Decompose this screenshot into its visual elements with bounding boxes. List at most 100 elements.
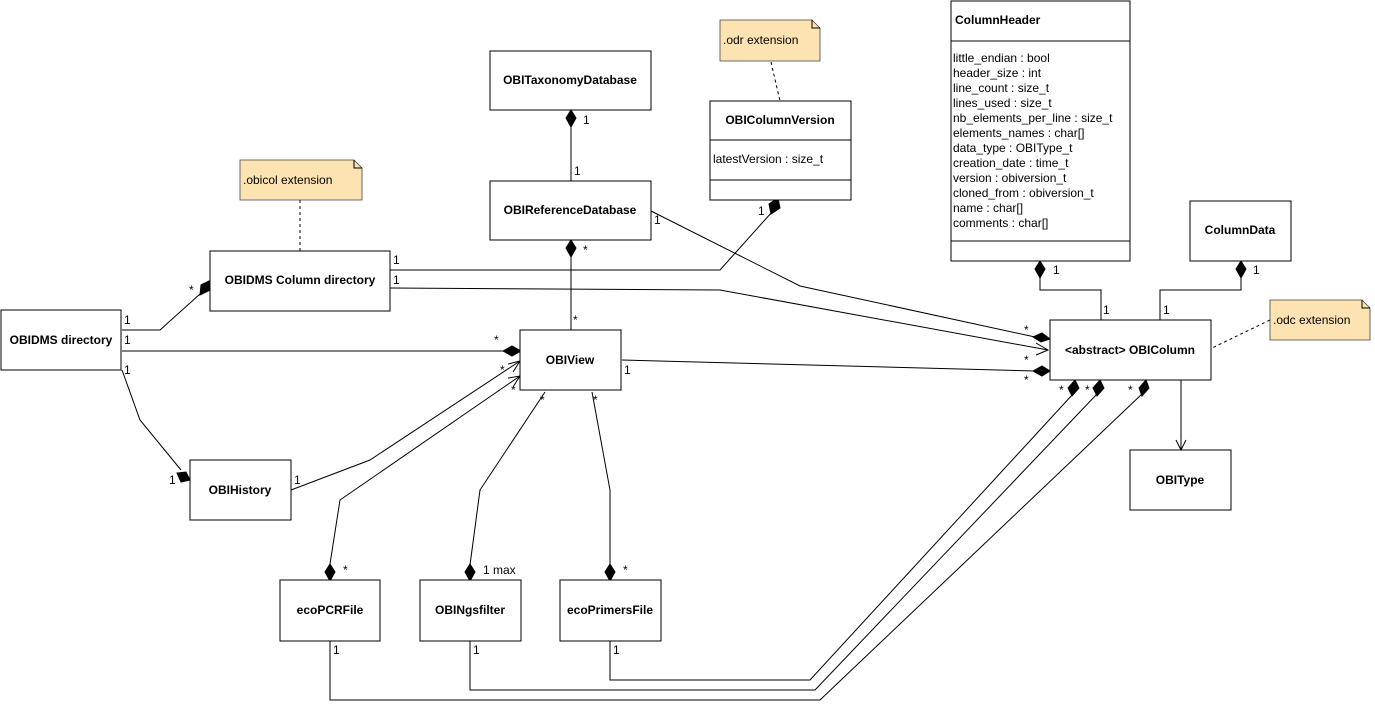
diamond-header [1034,260,1046,280]
mult-label: 1 [1053,263,1060,277]
diamond-history [176,471,191,483]
mult-label: 1 [1253,263,1260,277]
diamond-column-from-view [1031,365,1051,377]
mult-label: * [1024,353,1029,367]
attr-little-endian: little_endian : bool [953,51,1050,65]
note-odc-extension[interactable]: .odc extension [1269,299,1371,341]
class-title: OBINgsfilter [435,603,505,617]
diamond-data [1235,260,1247,280]
class-obidms-directory[interactable]: OBIDMS directory [0,309,122,371]
diamond-col-bottom-c [1138,379,1150,397]
edge-view-column [621,359,1036,372]
diamond-ngsfilter [464,563,476,583]
mult-label: 1 [124,313,131,327]
diamond-col-bottom-a [1067,379,1080,397]
mult-label: * [189,283,194,297]
class-obi-view[interactable]: OBIView [519,329,622,391]
edge-dir-history [121,369,182,471]
class-title: OBIType [1156,473,1205,487]
attr-comments: comments : char[] [953,216,1048,230]
mult-label: * [511,383,516,397]
mult-label: * [1128,383,1133,397]
note-link-odc [1211,319,1271,349]
mult-label: 1 [574,164,581,178]
edge-coldir-column [389,287,1049,351]
mult-label: * [1024,373,1029,387]
attr-data-type: data_type : OBIType_t [953,141,1073,155]
mult-label: 1 [758,204,765,218]
edge-coldir-colversion [390,211,773,271]
mult-label: * [573,313,578,327]
edge-ecopcr-view [329,375,521,565]
class-obi-history[interactable]: OBIHistory [189,459,292,521]
class-title: OBIDMS directory [10,333,113,347]
diamond-column-from-ref [1031,332,1052,343]
note-text: .odr extension [723,33,798,47]
attr-nb-elements-per-line: nb_elements_per_line : size_t [953,111,1113,125]
class-title: <abstract> OBIColumn [1065,343,1195,357]
attr-cloned-from: cloned_from : obiversion_t [953,186,1094,200]
mult-label: 1 [393,253,400,267]
attr-latest-version: latestVersion : size_t [713,152,824,166]
mult-label: 1 [393,273,400,287]
mult-label: 1 [473,643,480,657]
edge-ngsfilter-view [469,391,546,566]
diamond-coldir [199,279,212,296]
class-obidms-column-directory[interactable]: OBIDMS Column directory [209,250,391,312]
class-title: ColumnData [1205,223,1276,237]
class-column-header[interactable]: ColumnHeader little_endian : bool header… [950,0,1131,262]
edge-primers-view [591,391,611,565]
diamond-reference [565,239,577,259]
edge-reference-column [650,210,1036,338]
class-eco-primers-file[interactable]: ecoPrimersFile [559,579,662,642]
class-title: ecoPrimersFile [567,603,653,617]
mult-label: * [1059,383,1064,397]
class-column-data[interactable]: ColumnData [1189,200,1292,262]
class-obi-taxonomy-database[interactable]: OBITaxonomyDatabase [489,50,652,111]
class-obi-type[interactable]: OBIType [1129,449,1232,511]
class-title: OBIReferenceDatabase [504,203,637,217]
attr-creation-date: creation_date : time_t [953,156,1069,170]
edge-dir-coldir [122,293,201,331]
class-eco-pcr-file[interactable]: ecoPCRFile [279,579,381,642]
class-obi-column[interactable]: <abstract> OBIColumn [1049,319,1212,381]
note-link-odr [770,61,781,102]
note-obicol-extension[interactable]: .obicol extension [239,159,363,201]
attr-lines-used: lines_used : size_t [953,96,1052,110]
class-obi-reference-database[interactable]: OBIReferenceDatabase [489,180,652,241]
mult-label: * [1024,323,1029,337]
mult-label: * [593,393,598,407]
class-title: ColumnHeader [955,13,1041,27]
edge-ngsfilter-column [469,393,1098,691]
attr-header-size: header_size : int [953,66,1042,80]
edge-history-view [290,360,521,491]
class-obi-column-version[interactable]: OBIColumnVersion latestVersion : size_t [709,100,852,201]
diamond-view-from-dir [501,345,523,357]
diamond-colversion [768,197,781,215]
mult-label: 1 [613,643,620,657]
class-title: OBITaxonomyDatabase [503,73,637,87]
class-title: OBIDMS Column directory [225,273,376,287]
mult-label: 1 [294,473,301,487]
mult-label: 1 [1103,303,1110,317]
class-obi-ngsfilter[interactable]: OBINgsfilter [419,579,522,642]
mult-label: * [1085,383,1090,397]
edge-primers-column [609,393,1074,681]
mult-label: 1 [583,113,590,127]
attr-version: version : obiversion_t [953,171,1067,185]
connectors [121,61,1271,701]
arrow-coldir-column [1035,342,1050,356]
mult-label: 1 [333,643,340,657]
mult-label: * [540,393,545,407]
diamond-primers [604,563,616,583]
mult-label: * [583,243,588,257]
edge-data-column [1159,277,1242,320]
mult-label: * [500,363,505,377]
class-title: ecoPCRFile [297,603,364,617]
edge-ecopcr-column [329,393,1143,701]
multiplicity-labels: 1 1 1 * * 1 * 1 1 * 1 * 1 * 1 1 1 * * * … [124,113,1260,657]
note-odr-extension[interactable]: .odr extension [719,19,821,62]
diamond-col-bottom-b [1092,379,1105,397]
mult-label: 1 [654,213,661,227]
